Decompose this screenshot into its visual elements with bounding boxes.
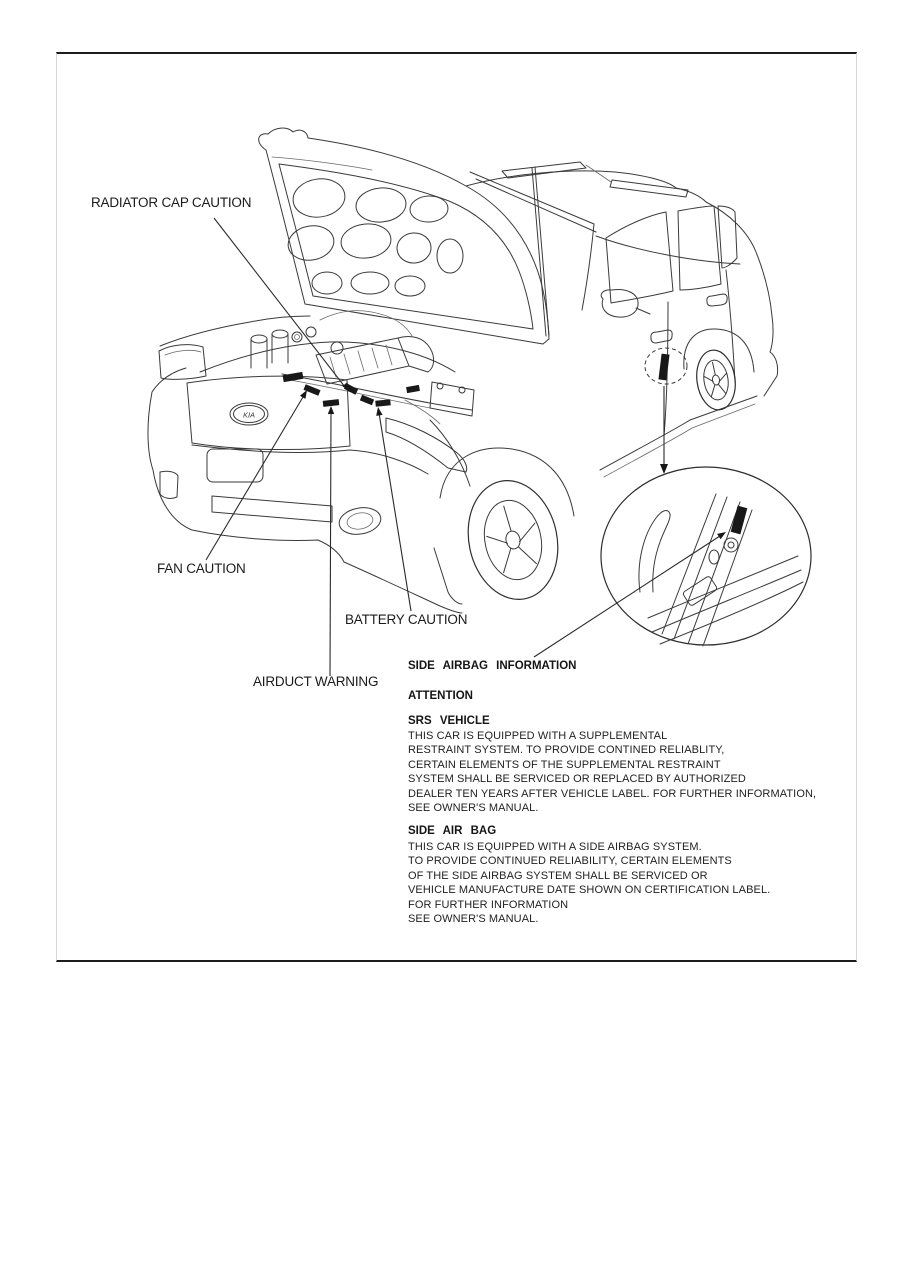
door-sill-inset xyxy=(600,466,812,647)
vehicle-body xyxy=(404,161,779,517)
label-marker-icon xyxy=(359,394,375,406)
caution-label-markers xyxy=(282,371,420,407)
rear-wheel xyxy=(696,349,736,411)
label-marker-icon xyxy=(730,505,748,535)
dashed-circle xyxy=(644,347,688,385)
fan-caution-label: FAN CAUTION xyxy=(157,561,246,576)
arrowhead-icon xyxy=(299,390,307,399)
kia-badge-text: KIA xyxy=(243,411,255,420)
front-wheel xyxy=(467,480,559,600)
battery-leader-line xyxy=(378,412,412,612)
open-hood xyxy=(258,127,550,345)
airbag-info-leader-line xyxy=(533,533,724,658)
arrowhead-icon xyxy=(717,532,726,540)
arrowhead-icon xyxy=(327,406,335,414)
engine-bay xyxy=(159,310,475,417)
page-border-frame xyxy=(56,52,857,962)
arrowhead-icon xyxy=(376,407,383,416)
side-air-bag-paragraph: THIS CAR IS EQUIPPED WITH A SIDE AIRBAG … xyxy=(408,841,771,926)
label-marker-icon xyxy=(322,399,340,407)
radiator-leader-line xyxy=(213,217,346,388)
arrowhead-icon xyxy=(660,464,668,474)
srs-vehicle-heading: SRS VEHICLE xyxy=(408,715,490,727)
battery-caution-label: BATTERY CAUTION xyxy=(345,612,468,627)
fan-leader-line xyxy=(205,396,304,561)
srs-vehicle-paragraph: THIS CAR IS EQUIPPED WITH A SUPPLEMENTAL… xyxy=(408,730,817,815)
label-marker-icon xyxy=(303,384,321,396)
label-marker-icon xyxy=(658,353,670,381)
airduct-warning-label: AIRDUCT WARNING xyxy=(253,674,379,689)
label-marker-icon xyxy=(282,371,304,383)
leader-lines xyxy=(205,217,726,677)
front-fascia: KIA xyxy=(147,344,468,614)
side-airbag-information-heading: SIDE AIRBAG INFORMATION xyxy=(408,660,577,672)
arrowhead-icon xyxy=(342,382,350,391)
label-marker-icon xyxy=(375,399,391,407)
attention-heading: ATTENTION xyxy=(408,690,473,702)
label-marker-icon xyxy=(406,384,420,394)
radiator-cap-caution-label: RADIATOR CAP CAUTION xyxy=(91,195,252,210)
door-pillar-callout xyxy=(644,347,688,474)
airduct-leader-line xyxy=(329,411,332,677)
side-air-bag-heading: SIDE AIR BAG xyxy=(408,825,497,837)
